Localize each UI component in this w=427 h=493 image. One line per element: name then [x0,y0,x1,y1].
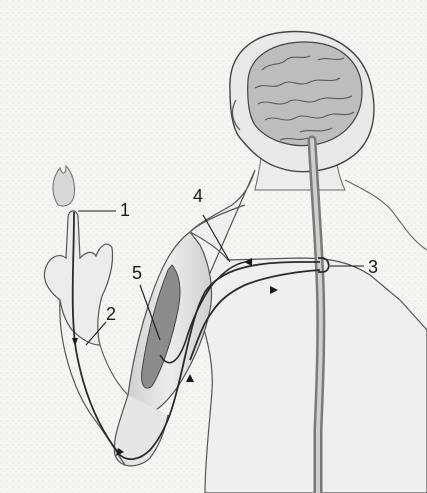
brain [248,42,362,146]
label-4: 4 [193,186,203,206]
label-1: 1 [120,200,130,220]
label-3: 3 [368,257,378,277]
label-5: 5 [132,263,142,283]
label-2: 2 [106,304,116,324]
